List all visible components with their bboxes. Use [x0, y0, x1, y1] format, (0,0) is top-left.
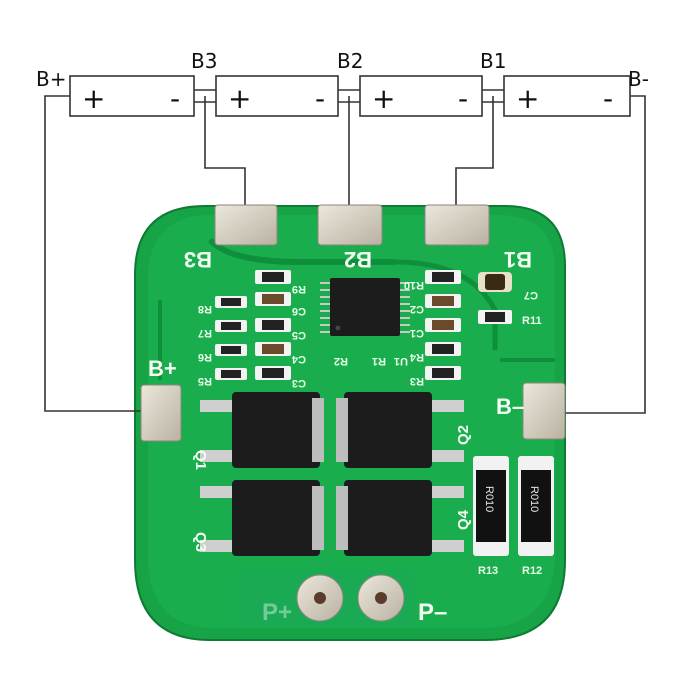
label-b2: B2: [337, 49, 363, 73]
ref-c6: C6: [292, 305, 306, 317]
right-refs: R10 C2 C1 R4 R3 C7 R11: [404, 279, 542, 387]
cell-1-minus: -: [170, 82, 180, 115]
cell-2-plus: +: [228, 82, 251, 115]
shunt-resistors: R010 R010 R13 R12: [473, 456, 554, 577]
battery-cells: + - + - + - + -: [69, 75, 631, 117]
ref-c7: C7: [524, 289, 538, 301]
silk-b3: B3: [184, 247, 212, 272]
ref-c3: C3: [292, 377, 306, 389]
cell-2-minus: -: [315, 82, 325, 115]
cell-3-plus: +: [372, 82, 395, 115]
silk-p-minus: P–: [418, 599, 447, 626]
ref-c1: C1: [410, 327, 424, 339]
right-passives: [425, 270, 512, 380]
pad-b1: [424, 204, 490, 246]
ref-r11: R11: [522, 315, 542, 327]
cell-4: + -: [503, 75, 631, 117]
silk-r2: R2: [334, 355, 348, 367]
ref-c4: C4: [291, 353, 306, 365]
pad-b-minus: [522, 382, 566, 440]
ref-r3: R3: [410, 375, 424, 387]
pad-b3: [214, 204, 278, 246]
label-b-minus: B-: [628, 67, 649, 91]
shunt-r13-code: R010: [483, 486, 495, 512]
cell-3: + -: [359, 75, 483, 117]
ref-r13: R13: [478, 565, 498, 577]
mosfet-q2: [336, 392, 464, 468]
silk-q4: Q4: [455, 509, 472, 530]
mosfet-q3: [200, 480, 324, 556]
silk-q2: Q2: [455, 425, 472, 445]
silk-u1: U1: [394, 355, 408, 367]
mosfet-q1: [200, 392, 324, 468]
label-b3: B3: [191, 49, 217, 73]
cell-4-plus: +: [516, 82, 539, 115]
ic-u1: R2 R1 U1: [320, 278, 410, 367]
cell-2: + -: [215, 75, 339, 117]
solder-pads: [140, 204, 566, 442]
mosfet-q4: [336, 480, 464, 556]
silk-q1: Q1: [192, 450, 209, 470]
left-refs: R9 R8 R7 R6 R5 C6 C5 C4 C3: [198, 283, 306, 389]
pad-b2: [317, 204, 383, 246]
silk-b2: B2: [344, 247, 372, 272]
silk-b1: B1: [504, 247, 532, 272]
ref-c5: C5: [292, 329, 306, 341]
cell-3-minus: -: [458, 82, 468, 115]
ref-r12: R12: [522, 565, 542, 577]
cell-4-minus: -: [603, 82, 613, 115]
ref-c2: C2: [410, 303, 424, 315]
pad-b-plus: [140, 384, 182, 442]
shunt-r12-code: R010: [528, 486, 540, 512]
left-passives: [215, 270, 291, 380]
ref-r5: R5: [198, 375, 212, 387]
silk-b-minus: B–: [496, 394, 524, 419]
silk-q3: Q3: [192, 532, 209, 552]
label-b1: B1: [480, 49, 506, 73]
ref-r8: R8: [198, 303, 212, 315]
wiring: [44, 89, 646, 414]
silk-r1: R1: [372, 355, 386, 367]
terminal-labels: B+ B3 B2 B1 B-: [36, 49, 649, 91]
ref-r10: R10: [404, 279, 424, 291]
cell-1: + -: [69, 75, 195, 117]
ref-r9: R9: [292, 283, 306, 295]
ref-r7: R7: [198, 327, 212, 339]
ref-r6: R6: [198, 351, 212, 363]
ref-r4: R4: [409, 351, 424, 363]
output-pads: [238, 570, 414, 626]
cell-1-plus: +: [82, 82, 105, 115]
label-b-plus: B+: [36, 67, 66, 91]
silk-b-plus: B+: [148, 356, 177, 381]
mosfets: Q1 Q2 Q3 Q4: [192, 392, 472, 556]
